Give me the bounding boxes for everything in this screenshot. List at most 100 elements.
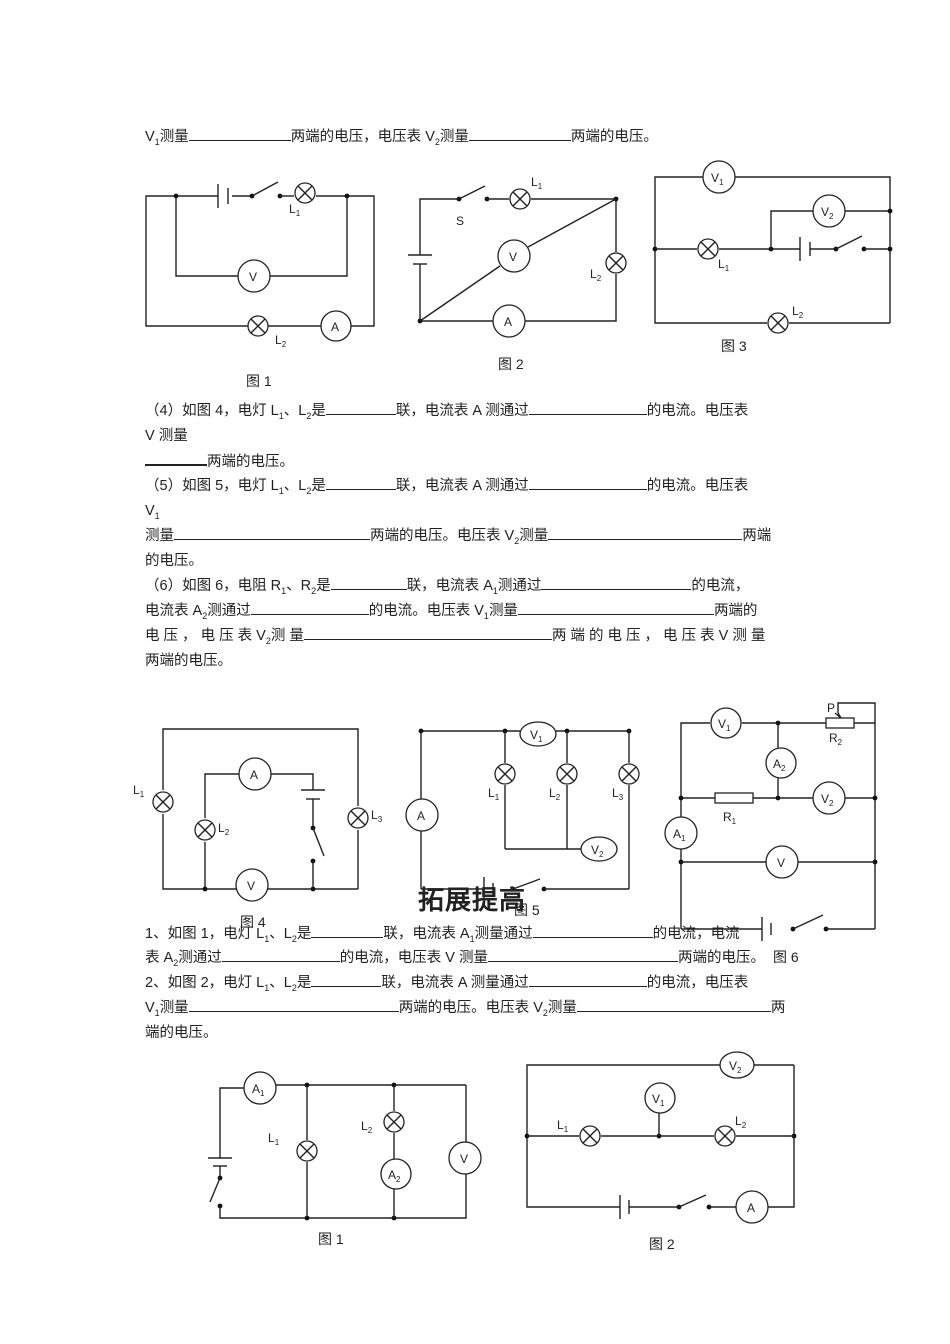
answer-blank[interactable]: [325, 399, 396, 415]
meter-label: V1: [530, 728, 543, 744]
ammeter-icon: [320, 310, 352, 342]
meter-label: A: [747, 1201, 755, 1215]
text: （4）如图 4，电灯 L: [145, 403, 279, 419]
switch-label: S: [456, 214, 464, 228]
lamp-label: L2: [735, 1114, 747, 1130]
answer-blank[interactable]: [532, 922, 653, 938]
voltmeter-icon: [812, 194, 846, 228]
text: V: [145, 503, 155, 519]
answer-blank[interactable]: [548, 524, 743, 540]
text: 两端: [742, 528, 772, 544]
voltmeter-icon: [710, 707, 742, 739]
meter-label: A: [250, 768, 258, 782]
question-5-line-2: V1: [145, 499, 807, 528]
lamp-icon: [347, 807, 369, 829]
answer-blank[interactable]: [528, 474, 647, 490]
text: 电流表 A: [145, 603, 203, 619]
voltmeter-icon: [580, 836, 618, 862]
lamp-label: L2: [218, 821, 230, 837]
answer-blank[interactable]: [528, 971, 647, 987]
sub: 2: [306, 485, 312, 496]
text: V 测量: [145, 428, 188, 444]
meter-label: A2: [388, 1168, 401, 1184]
answer-blank[interactable]: [468, 125, 571, 141]
resistor-icon: [714, 792, 754, 804]
answer-blank[interactable]: [325, 474, 396, 490]
text: 测通过: [497, 578, 542, 594]
lamp-icon: [618, 763, 640, 785]
question-6-line-3: 电 压 ， 电 压 表 V2测 量两 端 的 电 压 ， 电 压 表 V 测 量: [145, 624, 807, 653]
answer-blank[interactable]: [221, 946, 340, 962]
answer-blank[interactable]: [517, 599, 714, 615]
answer-blank[interactable]: [188, 996, 399, 1012]
extension-figure-2-circuit: [524, 1051, 797, 1224]
answer-blank[interactable]: [330, 574, 407, 590]
sub: 2: [514, 535, 520, 546]
text: 测量: [439, 129, 469, 145]
text: 联，电流表 A: [406, 578, 493, 594]
text: 测通过: [178, 950, 222, 966]
answer-blank[interactable]: [528, 399, 647, 415]
figure-caption: 图 2: [498, 356, 524, 372]
answer-blank[interactable]: [311, 971, 382, 987]
sub: 2: [202, 610, 208, 621]
sub: 1: [154, 1007, 160, 1018]
question-4-line-3: 两端的电压。: [145, 449, 807, 474]
figure-2-circuit: [408, 185, 627, 338]
figure-caption: 图 2: [649, 1236, 675, 1252]
rheostat-label: P: [827, 701, 835, 715]
text: 两端的: [713, 603, 758, 619]
lamp-label: L2: [590, 267, 602, 283]
text: 、L: [283, 403, 307, 419]
lamp-icon: [247, 315, 269, 337]
meter-label: A1: [673, 827, 686, 843]
text: 联，电流表 A 测通过: [395, 478, 529, 494]
answer-blank[interactable]: [250, 599, 369, 615]
answer-blank[interactable]: [303, 624, 552, 640]
figure-caption: 图 5: [514, 902, 540, 918]
text: 是: [296, 926, 312, 942]
question-5-line-3: 测量两端的电压。电压表 V2测量两端: [145, 524, 807, 553]
ammeter-icon: [238, 757, 272, 791]
text: 是: [296, 975, 312, 991]
meter-label: V2: [729, 1059, 742, 1075]
question-6-line-2: 电流表 A2测通过的电流。电压表 V1测量两端的: [145, 599, 807, 628]
ammeter-icon: [380, 1158, 412, 1190]
answer-blank[interactable]: [188, 125, 291, 141]
section-heading: 拓展提高: [418, 886, 527, 915]
text: （6）如图 6，电阻 R: [145, 578, 282, 594]
text: 两端的电压。: [570, 129, 658, 145]
ammeter-icon: [765, 747, 797, 779]
lamp-icon: [556, 763, 578, 785]
meter-label: V: [777, 856, 785, 870]
text: 是: [311, 403, 326, 419]
text: 表 A: [145, 950, 174, 966]
meter-label: V1: [711, 171, 724, 187]
lamp-label: L1: [718, 257, 730, 273]
voltmeter-icon: [765, 845, 799, 879]
lamp-label: L1: [488, 786, 500, 802]
figure-caption: 图 6: [773, 949, 799, 965]
text: V: [145, 129, 155, 145]
answer-blank[interactable]: [174, 524, 370, 540]
text: 测量: [519, 528, 549, 544]
extension-1-line-1: 1、如图 1，电灯 L1、L2是联，电流表 A1测量通过的电流，电流: [145, 922, 807, 951]
text: 测量通过: [474, 926, 533, 942]
lamp-label: L1: [289, 202, 301, 218]
text: 联，电流表 A 测通过: [395, 403, 529, 419]
figure-caption: 图 1: [318, 1231, 344, 1247]
answer-blank[interactable]: [145, 449, 207, 466]
answer-blank[interactable]: [541, 574, 692, 590]
ammeter-icon: [492, 304, 526, 338]
answer-blank[interactable]: [311, 922, 384, 938]
meter-label: V: [509, 250, 517, 264]
lamp-icon: [296, 1140, 318, 1162]
extension-2-line-3: 端的电压。: [145, 1021, 807, 1045]
meter-label: A2: [773, 757, 786, 773]
answer-blank[interactable]: [576, 996, 771, 1012]
text: 测量: [159, 129, 189, 145]
figure-1-circuit: [145, 181, 375, 342]
answer-blank[interactable]: [487, 946, 678, 962]
lamp-label: L1: [557, 1118, 569, 1134]
meter-label: V1: [718, 717, 731, 733]
